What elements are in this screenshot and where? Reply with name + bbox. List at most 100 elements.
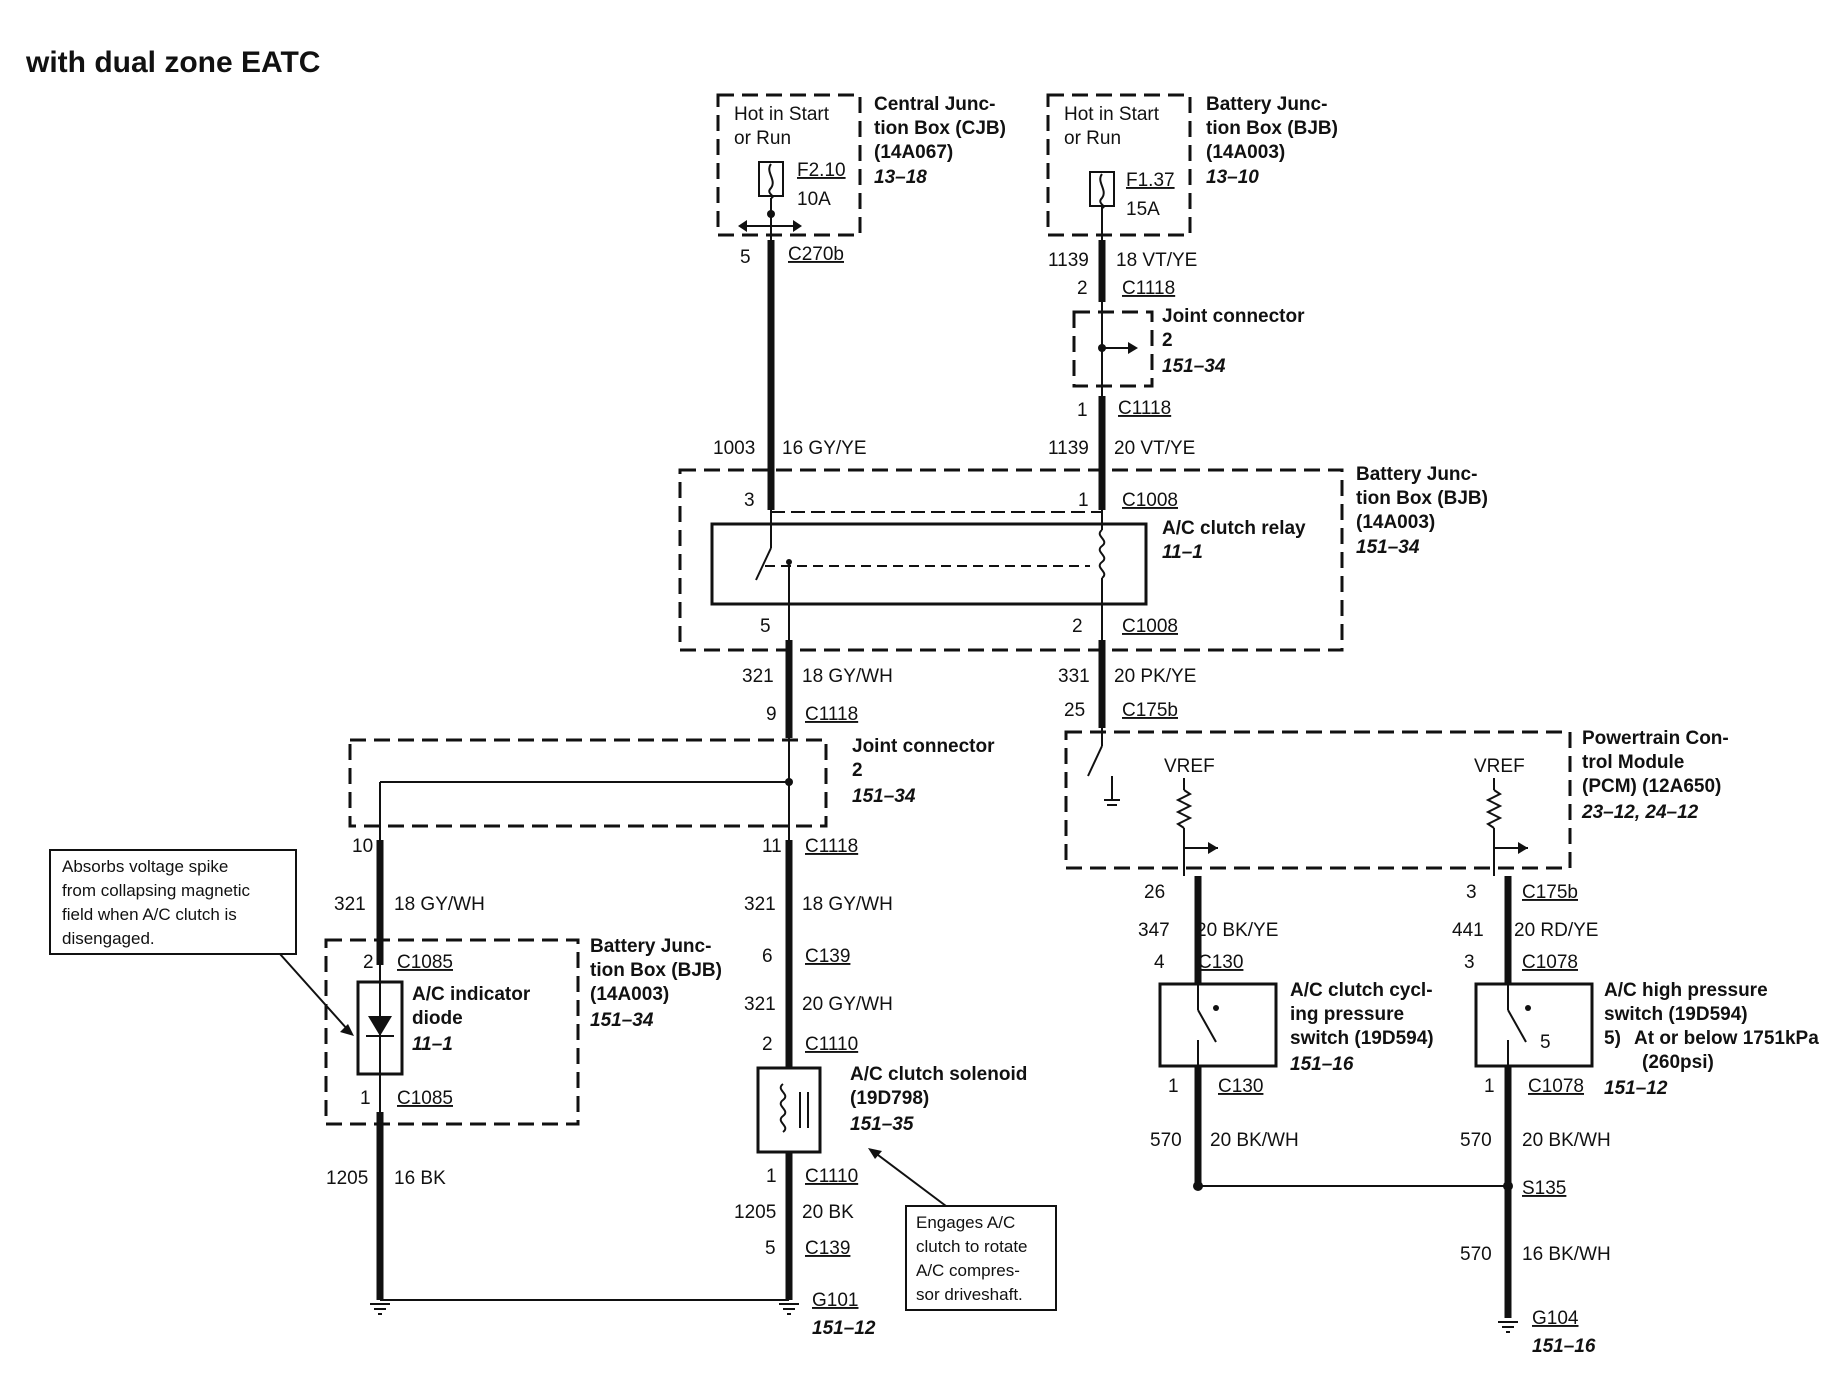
g101-label: G101 bbox=[812, 1290, 858, 1311]
wire-1205-circuit-diode: 1205 bbox=[326, 1168, 368, 1189]
wire-321-color-c: 20 GY/WH bbox=[802, 994, 893, 1015]
c130-connector-4: C130 bbox=[1198, 952, 1243, 973]
hp-switch-ref: 151–12 bbox=[1604, 1078, 1668, 1099]
relay-switch-icon bbox=[755, 547, 772, 581]
bjb-fuse-box: Hot in Start or Run F1.37 15A Battery Ju… bbox=[1046, 93, 1338, 240]
bjb-mid-ref: 151–34 bbox=[1356, 537, 1420, 558]
hp-switch-note-line2: (260psi) bbox=[1642, 1052, 1714, 1073]
hp-switch-note-num: 5) bbox=[1604, 1028, 1621, 1049]
wire-441-circuit: 441 bbox=[1452, 920, 1484, 941]
cycling-switch-icon bbox=[1197, 1009, 1217, 1043]
c139-connector-5: C139 bbox=[805, 1238, 850, 1259]
wire-570-color-c: 16 BK/WH bbox=[1522, 1244, 1611, 1265]
c1118-pin2: 2 bbox=[1077, 278, 1088, 299]
wire-441-color: 20 RD/YE bbox=[1514, 920, 1598, 941]
c1118-connector-1: C1118 bbox=[1118, 398, 1171, 419]
bjb-low-name-line3: (14A003) bbox=[590, 984, 669, 1005]
c1085-connector-1: C1085 bbox=[397, 1088, 453, 1109]
right-wire-column: 1139 18 VT/YE 2 C1118 1 C1118 1139 20 VT… bbox=[1048, 240, 1197, 510]
c1078-connector-3: C1078 bbox=[1522, 952, 1578, 973]
bjb-top-name-line1: Battery Junc- bbox=[1206, 94, 1327, 115]
high-pressure-switch-column: 3 C175b 441 20 RD/YE 3 C1078 5 1 C1078 5… bbox=[1452, 876, 1819, 1318]
pcm-name-line2: trol Module bbox=[1582, 752, 1684, 773]
diode-column: 10 321 18 GY/WH 2 C1085 1 C1085 1205 16 … bbox=[326, 836, 485, 1300]
c1110-pin1: 1 bbox=[766, 1166, 777, 1187]
c130-connector-1: C130 bbox=[1218, 1076, 1263, 1097]
pcm-switch-icon bbox=[1087, 745, 1103, 777]
joint-top-ref: 151–34 bbox=[1162, 356, 1226, 377]
c270b-pin: 5 bbox=[740, 247, 751, 268]
ground-g101: G101 151–12 bbox=[370, 1290, 876, 1339]
s135-label: S135 bbox=[1522, 1178, 1566, 1199]
diode-symbol-icon bbox=[368, 1016, 392, 1036]
solenoid-note-line3: A/C compres- bbox=[916, 1261, 1020, 1280]
bjb-relay-box: 3 1 C1008 A/C clutch relay 11–1 5 2 C100… bbox=[678, 464, 1488, 652]
wire-331-column: 331 20 PK/YE 25 C175b bbox=[1058, 640, 1196, 728]
c130-pin1: 1 bbox=[1168, 1076, 1179, 1097]
c139-pin6: 6 bbox=[762, 946, 773, 967]
c1118-connector-11: C1118 bbox=[805, 836, 858, 857]
solenoid-note-line1: Engages A/C bbox=[916, 1213, 1015, 1232]
pcm-resistor-1-icon bbox=[1175, 789, 1193, 829]
c1118-pin1: 1 bbox=[1077, 400, 1088, 421]
splice-s135: S135 570 16 BK/WH G104 151–16 bbox=[1193, 1178, 1611, 1357]
bjb-hot-line2: or Run bbox=[1064, 128, 1121, 149]
diode-name-line2: diode bbox=[412, 1008, 463, 1029]
relay-ref: 11–1 bbox=[1162, 542, 1203, 563]
ac-high-pressure-switch bbox=[1474, 982, 1594, 1068]
c1008-pin2: 2 bbox=[1072, 616, 1083, 637]
ground-icon-g101 bbox=[779, 1303, 799, 1315]
bjb-low-ref: 151–34 bbox=[590, 1010, 654, 1031]
hp-switch-icon bbox=[1507, 1009, 1527, 1043]
bjb-low-name-line2: tion Box (BJB) bbox=[590, 960, 722, 981]
wire-1003-color: 16 GY/YE bbox=[782, 438, 867, 459]
cyc-switch-ref: 151–16 bbox=[1290, 1054, 1354, 1075]
cjb-hot-line1: Hot in Start bbox=[734, 104, 830, 125]
ground-icon-left bbox=[370, 1303, 390, 1315]
g101-ref: 151–12 bbox=[812, 1318, 876, 1339]
wire-1139-circuit-b: 1139 bbox=[1048, 438, 1089, 459]
joint-mid-num: 2 bbox=[852, 760, 863, 781]
bjb-top-name-line2: tion Box (BJB) bbox=[1206, 118, 1338, 139]
pcm-name-line1: Powertrain Con- bbox=[1582, 728, 1729, 749]
bjb-mid-name-line2: tion Box (BJB) bbox=[1356, 488, 1488, 509]
c1008-connector-b: C1008 bbox=[1122, 616, 1178, 637]
wire-321-circuit-b: 321 bbox=[744, 894, 776, 915]
diode-note-callout: Absorbs voltage spike from collapsing ma… bbox=[49, 849, 354, 1036]
joint-connector-mid: Joint connector 2 151–34 bbox=[348, 736, 995, 840]
wire-321-circuit-c: 321 bbox=[744, 994, 776, 1015]
c1110-connector-1: C1110 bbox=[805, 1166, 858, 1187]
bjb-mid-name-line3: (14A003) bbox=[1356, 512, 1435, 533]
bjb-top-name-line3: (14A003) bbox=[1206, 142, 1285, 163]
joint-mid-name: Joint connector bbox=[852, 736, 995, 757]
wire-570-circuit-a: 570 bbox=[1150, 1130, 1182, 1151]
diode-note-line4: disengaged. bbox=[62, 929, 155, 948]
cjb-fuse-amps: 10A bbox=[797, 189, 831, 210]
g104-label: G104 bbox=[1532, 1308, 1579, 1329]
cjb-name-line1: Central Junc- bbox=[874, 94, 995, 115]
c1008-connector-a: C1008 bbox=[1122, 490, 1178, 511]
cyc-switch-name-line1: A/C clutch cycl- bbox=[1290, 980, 1433, 1001]
ac-clutch-relay bbox=[710, 522, 1148, 606]
c1110-pin2: 2 bbox=[762, 1034, 773, 1055]
bjb-fuse-id: F1.37 bbox=[1126, 170, 1175, 191]
pcm-resistor-2-icon bbox=[1485, 789, 1503, 829]
cyc-switch-name-line3: switch (19D594) bbox=[1290, 1028, 1434, 1049]
wire-347-color: 20 BK/YE bbox=[1196, 920, 1278, 941]
solenoid-ref: 151–35 bbox=[850, 1114, 914, 1135]
wire-321-color-a: 18 GY/WH bbox=[802, 666, 893, 687]
wire-1205-circuit: 1205 bbox=[734, 1202, 776, 1223]
c1085-pin2: 2 bbox=[363, 952, 374, 973]
diode-ref: 11–1 bbox=[412, 1034, 453, 1055]
ac-clutch-solenoid bbox=[756, 1066, 822, 1154]
c175b-pin25: 25 bbox=[1064, 700, 1085, 721]
wire-321-circuit-diode: 321 bbox=[334, 894, 366, 915]
cjb-name-line2: tion Box (CJB) bbox=[874, 118, 1006, 139]
diode-note-line2: from collapsing magnetic bbox=[62, 881, 251, 900]
solenoid-note-line2: clutch to rotate bbox=[916, 1237, 1028, 1256]
pcm-box: VREF VREF Powertrain Con- trol Module (P… bbox=[1064, 728, 1729, 876]
cjb-fuse-box: Hot in Start or Run F2.10 10A Central Ju… bbox=[716, 93, 1006, 240]
c1118-connector-9: C1118 bbox=[805, 704, 858, 725]
c139-pin5: 5 bbox=[765, 1238, 776, 1259]
wire-321-column: 321 18 GY/WH 9 C1118 bbox=[742, 640, 893, 738]
